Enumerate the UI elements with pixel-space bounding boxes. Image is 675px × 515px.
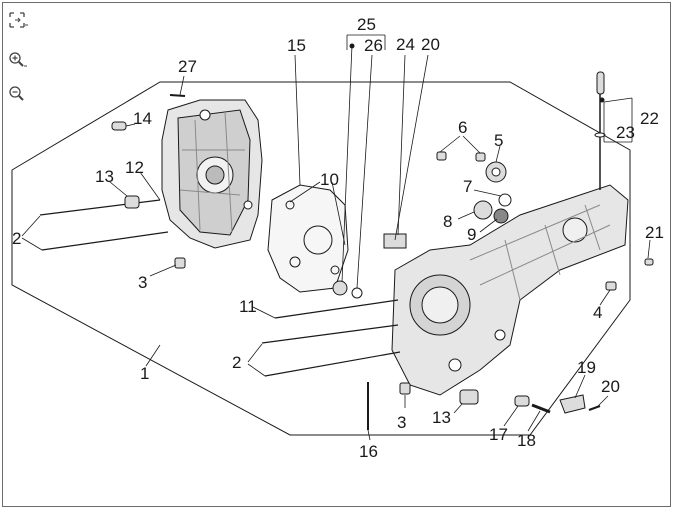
bracket-24 <box>383 233 407 249</box>
seal-9 <box>493 208 509 224</box>
dipstick-handle <box>596 71 605 95</box>
left-crankcase-half <box>161 99 263 249</box>
callout-11: 11 <box>239 297 257 316</box>
callout-12: 12 <box>125 158 144 177</box>
leader-lines <box>21 34 651 441</box>
seal-26 <box>332 280 348 296</box>
callout-27: 27 <box>178 57 197 76</box>
callout-17: 17 <box>489 425 508 444</box>
callout-5: 5 <box>494 131 503 150</box>
studs-right <box>261 299 401 377</box>
callout-4: 4 <box>593 303 602 322</box>
callout-6: 6 <box>458 118 467 137</box>
callout-7: 7 <box>463 177 472 196</box>
callout-2-right: 2 <box>232 353 241 372</box>
gasket <box>267 184 349 293</box>
callout-14: 14 <box>133 109 152 128</box>
bushing-13-left <box>124 195 140 209</box>
callout-10: 10 <box>320 170 339 189</box>
dowel-6b <box>475 152 486 162</box>
callout-13-left: 13 <box>95 167 114 186</box>
callout-15: 15 <box>287 36 306 55</box>
studs-left <box>39 199 169 251</box>
callout-23: 23 <box>616 123 635 142</box>
spring-18 <box>531 403 551 414</box>
callout-13-right: 13 <box>432 408 451 427</box>
callout-25: 25 <box>357 15 376 34</box>
plug-21 <box>644 258 654 266</box>
oring <box>351 287 363 299</box>
cover-19 <box>559 394 586 414</box>
callout-9: 9 <box>467 225 476 244</box>
callout-18: 18 <box>517 431 536 450</box>
bolt-20 <box>588 405 601 411</box>
callout-3-right: 3 <box>397 413 406 432</box>
callout-21: 21 <box>645 223 664 242</box>
dowel-14 <box>111 121 127 131</box>
assembly-outline <box>11 81 631 436</box>
plunger-17 <box>514 395 530 407</box>
circlip-7 <box>498 193 512 207</box>
bearing-8 <box>473 200 493 220</box>
dowel-3-left <box>174 257 186 269</box>
callout-2-left: 2 <box>12 229 21 248</box>
callout-26: 26 <box>364 36 383 55</box>
callout-16: 16 <box>359 442 378 461</box>
oring-23 <box>594 132 606 138</box>
fit-to-window-icon[interactable] <box>7 10 29 30</box>
bolt-27 <box>169 94 186 97</box>
diagram-frame <box>2 2 671 507</box>
bullet-25 <box>349 43 355 49</box>
callout-20-bottom: 20 <box>601 377 620 396</box>
dowel-3-right <box>399 382 411 395</box>
bullet-22 <box>599 97 605 103</box>
callout-22: 22 <box>640 109 659 128</box>
callout-1: 1 <box>140 364 149 383</box>
bushing-13-right <box>459 389 479 405</box>
callout-19: 19 <box>577 358 596 377</box>
zoom-in-icon[interactable] <box>7 50 29 70</box>
right-crankcase-half <box>391 184 629 396</box>
callout-labels: 1 2 2 3 3 4 5 6 7 8 9 10 11 12 13 13 14 … <box>12 15 664 461</box>
callout-24: 24 <box>396 35 415 54</box>
dowel-6a <box>436 151 447 161</box>
zoom-out-icon[interactable] <box>7 84 29 104</box>
dowel-4 <box>605 281 617 291</box>
callout-3-left: 3 <box>138 273 147 292</box>
callout-20-top: 20 <box>421 35 440 54</box>
callout-8: 8 <box>443 212 452 231</box>
